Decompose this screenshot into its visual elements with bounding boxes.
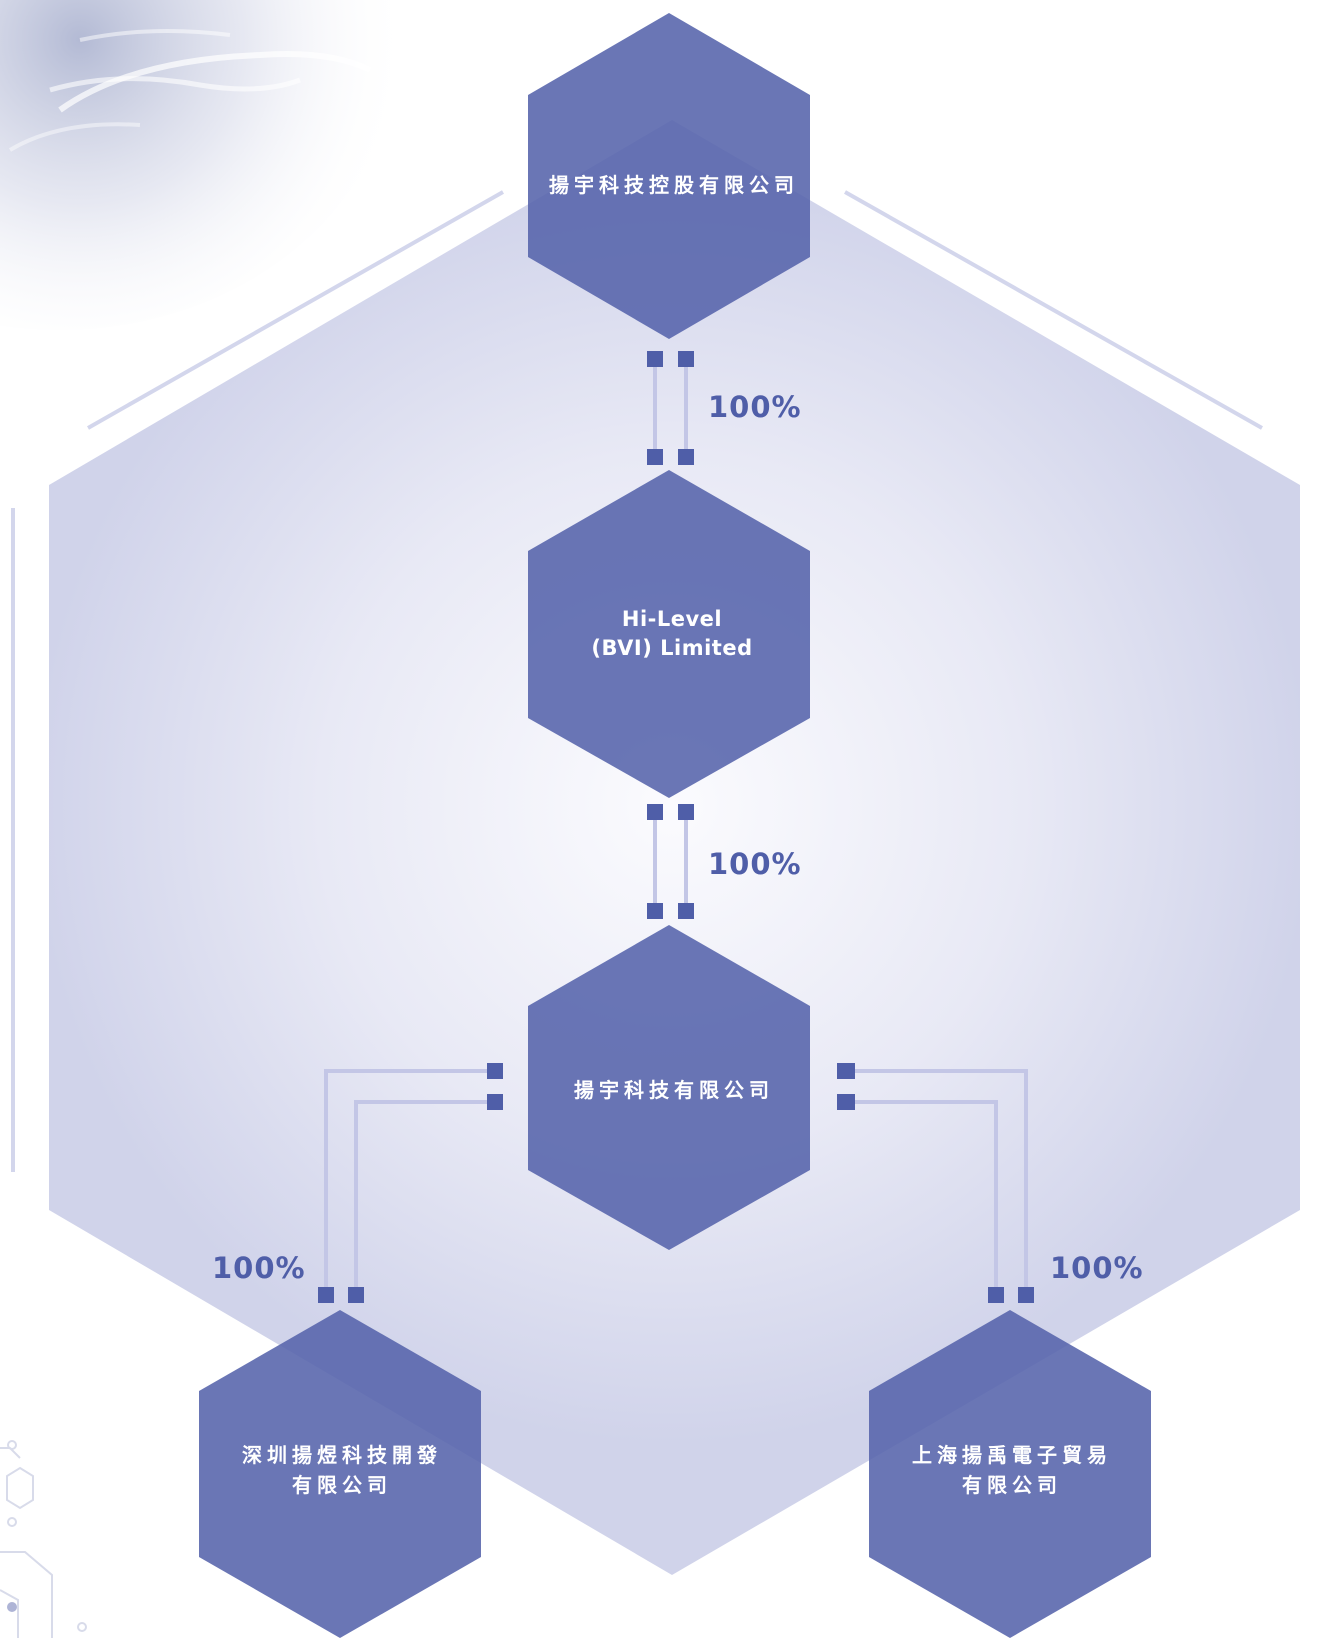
background-hexagon (49, 120, 1300, 1575)
node-main (528, 925, 810, 1250)
shenzhen-name-line1: 深圳揚煜科技開發 (242, 1443, 442, 1467)
decorative-line-right (844, 190, 1263, 430)
node-shenzhen (199, 1310, 481, 1638)
node-shanghai (869, 1310, 1151, 1638)
connector-square (318, 1287, 334, 1303)
ownership-percent-main-shenzhen: 100% (212, 1251, 306, 1285)
connector-square (487, 1094, 503, 1110)
connector-line (324, 1069, 488, 1290)
shenzhen-name-line2: 有限公司 (292, 1473, 392, 1497)
connector-square (647, 903, 663, 919)
ownership-percent-holding-bvi: 100% (708, 390, 802, 424)
connector-square (678, 903, 694, 919)
connector-line (848, 1069, 1028, 1290)
holding-label: 揚宇科技控股有限公司 (549, 170, 799, 200)
connector-square (647, 449, 663, 465)
connector-square (647, 351, 663, 367)
decorative-cloud (0, 0, 400, 330)
circuit-decoration (0, 1440, 87, 1638)
holding-name: 揚宇科技控股有限公司 (549, 173, 799, 197)
connector-line (354, 1100, 488, 1290)
connector-line (848, 1100, 998, 1290)
shanghai-name-line1: 上海揚禹電子貿易 (912, 1443, 1112, 1467)
bvi-name-line2: (BVI) Limited (591, 636, 753, 660)
ownership-percent-bvi-main: 100% (708, 847, 802, 881)
connector-square (348, 1287, 364, 1303)
connector-square (678, 351, 694, 367)
connector-square (988, 1287, 1004, 1303)
shanghai-label: 上海揚禹電子貿易 有限公司 (912, 1440, 1112, 1500)
connector-square (1018, 1287, 1034, 1303)
shanghai-name-line2: 有限公司 (962, 1473, 1062, 1497)
decorative-line-left (87, 190, 504, 430)
node-holding (528, 13, 810, 339)
connector-square (647, 804, 663, 820)
node-bvi (528, 470, 810, 798)
connector-square (837, 1094, 855, 1110)
connector-square (837, 1063, 855, 1079)
main-name: 揚宇科技有限公司 (574, 1078, 774, 1102)
shenzhen-label: 深圳揚煜科技開發 有限公司 (242, 1440, 442, 1500)
ownership-percent-main-shanghai: 100% (1050, 1251, 1144, 1285)
main-label: 揚宇科技有限公司 (574, 1075, 774, 1105)
bvi-label: Hi-Level (BVI) Limited (591, 605, 752, 663)
connector-square (678, 449, 694, 465)
bvi-name-line1: Hi-Level (621, 607, 723, 631)
connector-square (487, 1063, 503, 1079)
connectors (318, 351, 1034, 1303)
connector-square (678, 804, 694, 820)
